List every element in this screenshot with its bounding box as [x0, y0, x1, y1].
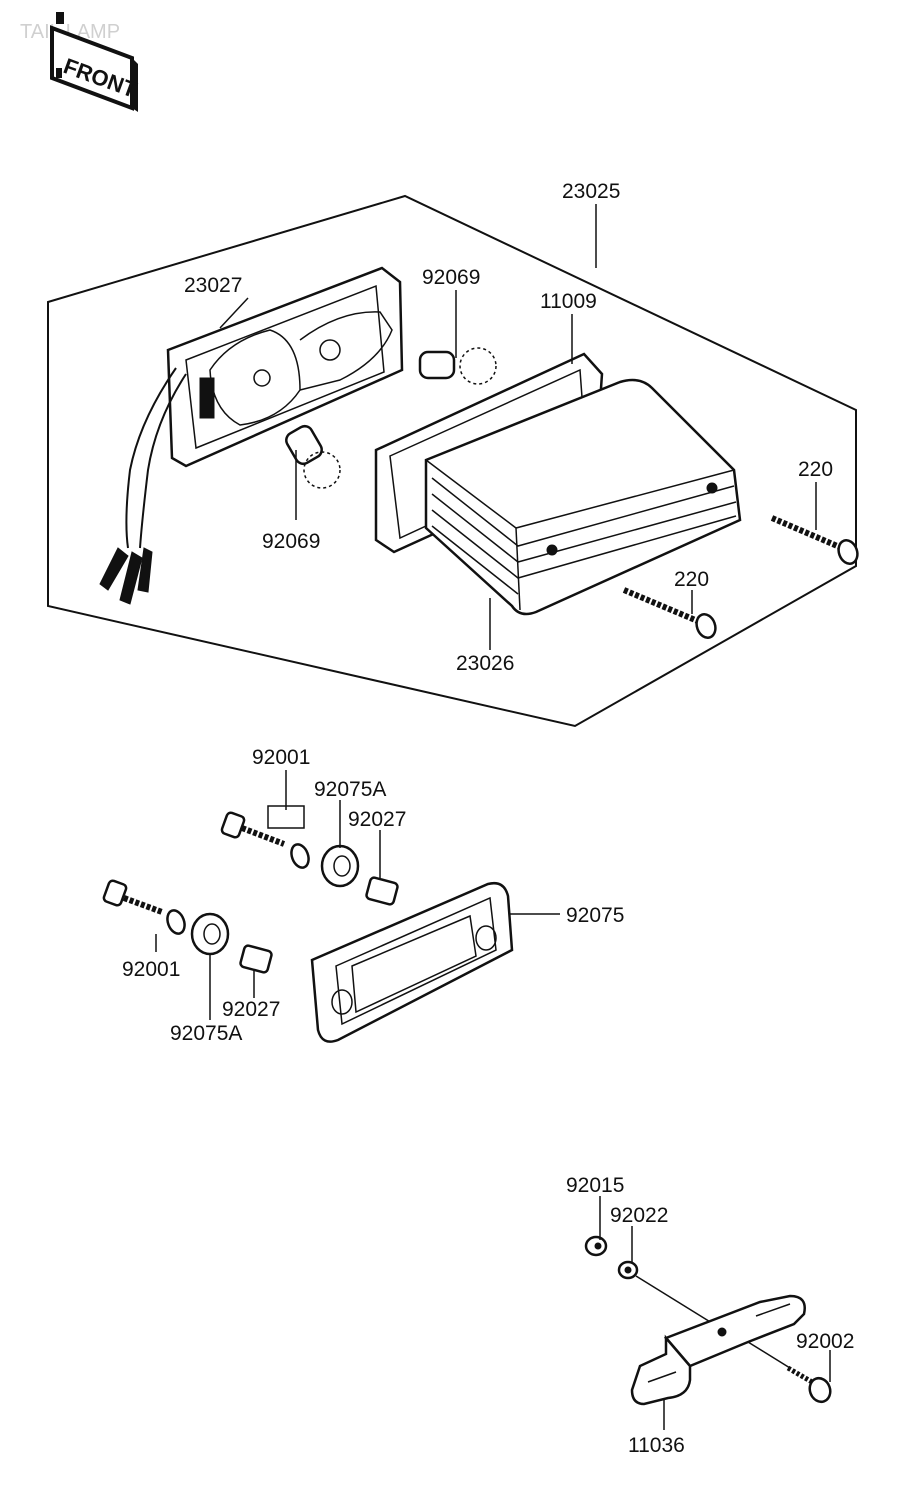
label-23026: 23026 [456, 652, 514, 675]
label-23025: 23025 [562, 180, 620, 203]
collar-upper-part [320, 844, 360, 888]
label-220-lower: 220 [674, 568, 709, 591]
nut-lower-part [239, 944, 273, 974]
label-92075A-upper: 92075A [314, 778, 386, 801]
leader-lamp-base [219, 297, 249, 329]
label-92075: 92075 [566, 904, 624, 927]
collar-lower-part [190, 912, 230, 956]
bolt-upper-part [220, 805, 310, 869]
nut-upper-part [365, 876, 399, 906]
label-92075A-lower: 92075A [170, 1022, 242, 1045]
label-92002: 92002 [796, 1330, 854, 1353]
screw-upper-part [770, 515, 859, 565]
bracket-nut-part [584, 1235, 608, 1257]
bracket-bolt-part [747, 1341, 832, 1404]
screw-lower-part [622, 587, 717, 639]
label-92027-lower: 92027 [222, 998, 280, 1021]
label-92069-upper: 92069 [422, 266, 480, 289]
label-11009: 11009 [540, 290, 597, 313]
label-92001-lower: 92001 [122, 958, 180, 981]
label-92027-upper: 92027 [348, 808, 406, 831]
label-92069-lower: 92069 [262, 530, 320, 553]
label-92001-upper: 92001 [252, 746, 310, 769]
label-92022: 92022 [610, 1204, 668, 1227]
label-11036: 11036 [628, 1434, 685, 1457]
assembly-outline [47, 194, 857, 728]
bulb-lower-part [285, 424, 341, 489]
label-220-upper: 220 [798, 458, 833, 481]
cushion-plate-part [310, 882, 514, 1043]
bolt-lower-part [102, 879, 186, 935]
diagram-title: TAIL LAMP [20, 21, 120, 43]
bracket-axis-line [635, 1275, 721, 1329]
label-23027: 23027 [184, 274, 242, 297]
bracket-washer-part [617, 1260, 639, 1280]
lamp-base-part [99, 266, 404, 605]
lens-part [424, 378, 742, 616]
label-92015: 92015 [566, 1174, 624, 1197]
bracket-part [630, 1294, 806, 1406]
bulb-upper-part [418, 347, 497, 385]
